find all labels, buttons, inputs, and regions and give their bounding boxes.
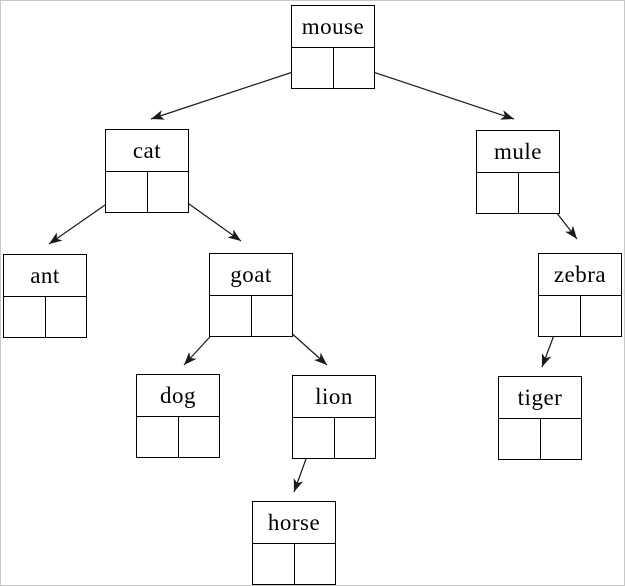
node-label: zebra [539,254,621,296]
left-pointer-cell [253,544,295,584]
tree-node-tiger: tiger [498,376,582,460]
tree-node-lion: lion [292,375,376,459]
right-pointer-cell [179,417,220,457]
edge-mouse-to-mule [351,64,515,120]
left-pointer-cell [210,296,252,336]
left-pointer-cell [477,173,519,213]
left-pointer-cell [106,172,148,212]
right-pointer-cell [334,48,375,88]
tree-node-zebra: zebra [538,253,622,337]
right-pointer-cell [295,544,336,584]
right-pointer-cell [519,173,560,213]
left-pointer-cell [137,417,179,457]
left-pointer-cell [499,419,541,459]
tree-node-goat: goat [209,253,293,337]
edge-mouse-to-cat [150,64,315,120]
tree-node-mule: mule [476,130,560,214]
right-pointer-cell [148,172,189,212]
right-pointer-cell [46,297,87,337]
left-pointer-cell [539,296,581,336]
right-pointer-cell [335,418,376,458]
node-label: mouse [292,6,374,48]
right-pointer-cell [581,296,622,336]
node-label: horse [253,502,335,544]
node-label: goat [210,254,292,296]
left-pointer-cell [292,48,334,88]
left-pointer-cell [293,418,335,458]
node-label: dog [137,375,219,417]
node-label: cat [106,130,188,172]
tree-node-horse: horse [252,501,336,585]
node-label: mule [477,131,559,173]
left-pointer-cell [4,297,46,337]
tree-node-mouse: mouse [291,5,375,89]
tree-node-dog: dog [136,374,220,458]
tree-node-ant: ant [3,254,87,338]
node-label: lion [293,376,375,418]
right-pointer-cell [252,296,293,336]
tree-node-cat: cat [105,129,189,213]
node-label: tiger [499,377,581,419]
right-pointer-cell [541,419,582,459]
node-label: ant [4,255,86,297]
